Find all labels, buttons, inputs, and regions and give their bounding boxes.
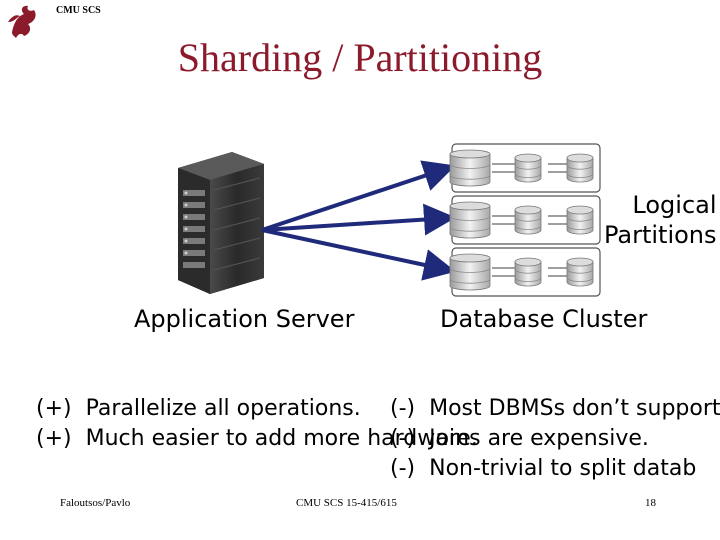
arrow-to-partition-1 bbox=[261, 160, 456, 232]
database-cylinder-icon bbox=[514, 205, 542, 235]
application-server-label: Application Server bbox=[134, 305, 355, 333]
sharding-diagram bbox=[178, 143, 601, 297]
con-item: (-) Most DBMSs don’t support bbox=[390, 394, 720, 424]
con-item: (-) Joins are expensive. bbox=[390, 424, 720, 454]
footer-authors: Faloutsos/Pavlo bbox=[60, 497, 131, 509]
pro-item: (+) Parallelize all operations. bbox=[36, 394, 478, 424]
database-cluster-label: Database Cluster bbox=[440, 305, 648, 333]
pro-text: Parallelize all operations. bbox=[85, 396, 361, 421]
database-cylinder-icon bbox=[514, 257, 542, 287]
pros-list: (+) Parallelize all operations. (+) Much… bbox=[36, 394, 478, 454]
arrow-to-partition-3 bbox=[261, 228, 456, 281]
logical-partition-box bbox=[449, 195, 601, 245]
con-sign: (-) bbox=[390, 426, 416, 451]
database-cylinder-icon bbox=[514, 153, 542, 183]
logical-partitions-label: Logical Partitions bbox=[604, 190, 717, 250]
pro-item: (+) Much easier to add more hardware. bbox=[36, 424, 478, 454]
footer-course: CMU SCS 15-415/615 bbox=[296, 497, 397, 509]
header-tag: CMU SCS bbox=[56, 5, 101, 16]
con-sign: (-) bbox=[390, 456, 416, 481]
cmu-griffin-logo-icon bbox=[8, 5, 36, 38]
page-title: Sharding / Partitioning bbox=[177, 35, 543, 80]
footer-page-number: 18 bbox=[645, 497, 656, 509]
database-cylinder-icon bbox=[449, 149, 491, 187]
pro-sign: (+) bbox=[36, 396, 72, 421]
logical-partitions-line-2: Partitions bbox=[604, 221, 717, 249]
server-rack-icon bbox=[178, 152, 264, 294]
database-cylinder-icon bbox=[566, 257, 594, 287]
cons-list: (-) Most DBMSs don’t support (-) Joins a… bbox=[390, 394, 720, 484]
con-text: Joins are expensive. bbox=[429, 426, 649, 451]
pro-sign: (+) bbox=[36, 426, 72, 451]
database-cylinder-icon bbox=[566, 153, 594, 183]
con-text: Non-trivial to split datab bbox=[429, 456, 697, 481]
con-sign: (-) bbox=[390, 396, 416, 421]
logical-partition-box bbox=[449, 143, 601, 193]
arrow-to-partition-2 bbox=[261, 203, 456, 236]
connection-arrows bbox=[261, 160, 456, 281]
pro-text: Much easier to add more hardware. bbox=[85, 426, 478, 451]
logical-partitions-line-1: Logical bbox=[632, 191, 717, 219]
database-cylinder-icon bbox=[566, 205, 594, 235]
con-item: (-) Non-trivial to split datab bbox=[390, 454, 720, 484]
database-cylinder-icon bbox=[449, 253, 491, 291]
logical-partition-box bbox=[449, 247, 601, 297]
con-text: Most DBMSs don’t support bbox=[429, 396, 720, 421]
database-cylinder-icon bbox=[449, 201, 491, 239]
